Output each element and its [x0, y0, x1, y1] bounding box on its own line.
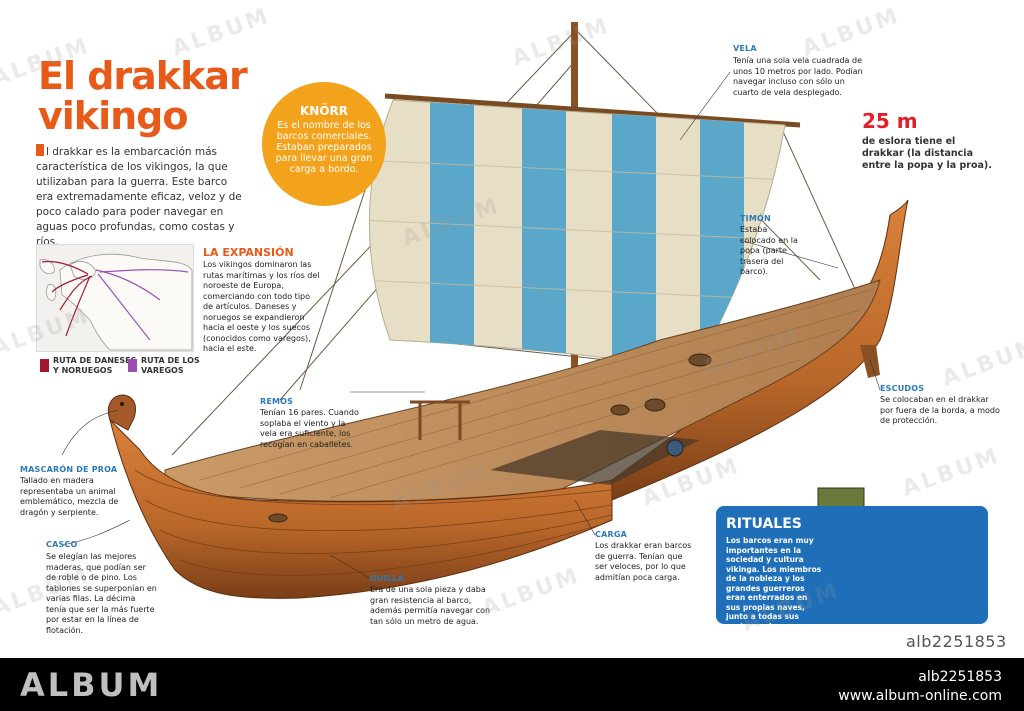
legend-swatch-danes: [40, 359, 49, 372]
escudos-text: Se colocaban en el drakkar por fuera de …: [880, 395, 1000, 425]
legend-swatch-varangians: [128, 359, 137, 372]
footer-url-link[interactable]: www.album-online.com: [838, 688, 1002, 704]
legend-item-varangians: RUTA DE LOS VAREGOS: [128, 356, 200, 376]
expansion-text: Los vikingos dominaron las rutas marítim…: [203, 260, 320, 353]
deck: [164, 279, 881, 502]
hull-strakes: [134, 469, 613, 576]
callout-lines: [61, 71, 881, 579]
eslora-text: de eslora tiene el drakkar (la distancia…: [862, 136, 992, 171]
rudder: [860, 345, 880, 378]
timon-title: TIMÓN: [740, 214, 771, 223]
intro-paragraph: l drakkar es la embarcación más caracter…: [36, 144, 244, 250]
eslora-value: 25 m: [862, 109, 918, 133]
rituales-text: Los barcos eran muy importantes en la so…: [726, 536, 822, 631]
carga-title: CARGA: [595, 530, 627, 539]
oar-rack: [410, 400, 470, 440]
quilla-title: QUILLA: [370, 574, 404, 583]
quilla-text: Era de una sola pieza y daba gran resist…: [370, 585, 491, 626]
footer-bar: ALBUM alb2251853 www.album-online.com: [0, 658, 1024, 711]
intro-text: l drakkar es la embarcación más caracter…: [36, 146, 242, 248]
remos-text: Tenían 16 pares. Cuando soplaba el vient…: [260, 408, 359, 449]
hull-far-side: [611, 199, 909, 501]
title-line-2: vikingo: [38, 94, 188, 138]
rituales-box: RITUALES Los barcos eran muy importantes…: [716, 506, 988, 631]
cargo-hold: [490, 430, 700, 485]
yard: [384, 93, 801, 128]
intro-drop-cap-e: [36, 144, 44, 156]
legend-label-varangians-2: VAREGOS: [141, 366, 184, 375]
expansion-map: [36, 244, 194, 352]
drakkar-illustration: [37, 22, 973, 613]
footer-image-id: alb2251853: [918, 669, 1002, 685]
knorr-text: Es el nombre de los barcos comerciales. …: [275, 120, 373, 175]
vela-text: Tenía una sola vela cuadrada de unos 10 …: [733, 56, 863, 97]
europe-map: [37, 245, 193, 351]
rituales-title: RITUALES: [726, 516, 802, 532]
reference-id: alb2251853: [906, 632, 1007, 651]
legend-label-danes-2: Y NORUEGOS: [53, 366, 113, 375]
casco-text: Se elegían las mejores maderas, que podí…: [46, 552, 157, 635]
casco-title: CASCO: [46, 540, 78, 549]
carga-text: Los drakkar eran barcos de guerra. Tenía…: [595, 541, 692, 582]
timon-text: Estaba colocado en la popa (parte traser…: [740, 225, 798, 276]
barrels: [268, 353, 712, 523]
page-title: El drakkar vikingo: [38, 56, 258, 136]
legend-label-danes-1: RUTA DE DANESES: [53, 356, 137, 365]
remos-title: REMOS: [260, 397, 294, 406]
title-line-1: El drakkar: [38, 54, 248, 98]
knorr-title: KNÖRR: [299, 104, 349, 118]
shield: [666, 439, 684, 457]
deck-planks: [199, 289, 871, 499]
mascaron-title: MASCARÓN DE PROA: [20, 465, 118, 474]
infographic-page: El drakkar vikingo l drakkar es la embar…: [0, 3, 1024, 651]
sail: [368, 99, 786, 371]
escudos-title: ESCUDOS: [880, 384, 925, 393]
knorr-callout: KNÖRR Es el nombre de los barcos comerci…: [262, 82, 386, 206]
prow-figurehead: [107, 394, 137, 431]
expansion-title: LA EXPANSIÓN: [203, 246, 294, 259]
album-logo[interactable]: ALBUM: [20, 666, 163, 704]
legend-item-danes: RUTA DE DANESES Y NORUEGOS: [40, 356, 136, 376]
mascaron-text: Tallado en madera representaba un animal…: [20, 476, 119, 517]
legend-label-varangians-1: RUTA DE LOS: [141, 356, 200, 365]
vela-title: VELA: [733, 44, 757, 53]
